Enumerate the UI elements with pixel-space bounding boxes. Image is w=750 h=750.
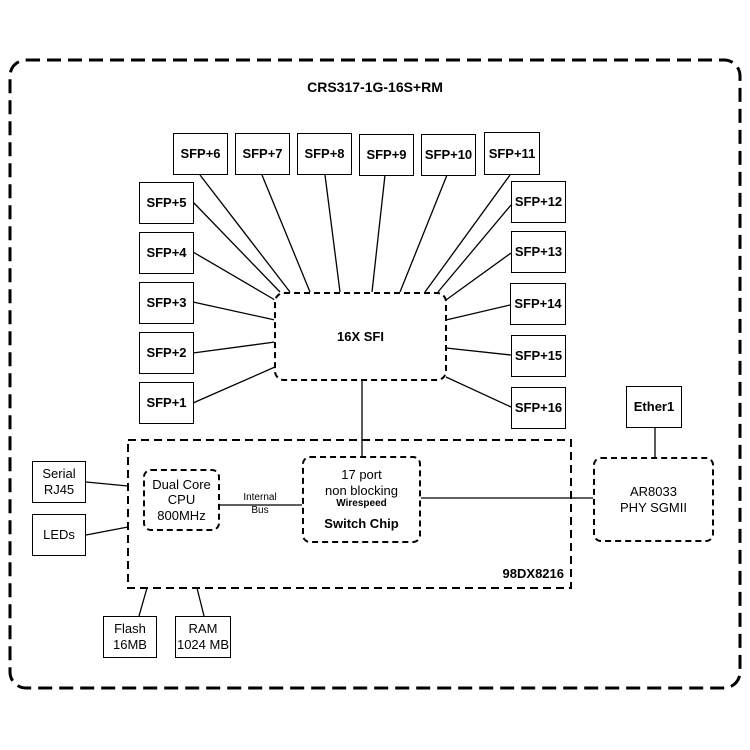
flash-line1: Flash <box>114 621 146 637</box>
switch-chip-line2: non blocking <box>325 482 398 498</box>
soc-name: 98DX8216 <box>502 566 564 581</box>
switch-chip-line3: Wirespeed <box>336 498 387 510</box>
ram-line1: RAM <box>188 621 218 637</box>
sfp-port-9: SFP+9 <box>359 134 414 176</box>
cpu-line3: 800MHz <box>157 507 206 523</box>
ram-line2: 1024 MB <box>176 637 230 652</box>
serial-rj45: Serial RJ45 <box>32 461 86 503</box>
phy-line1: AR8033 <box>630 483 677 499</box>
ether1-port: Ether1 <box>626 386 682 428</box>
sfp-port-5: SFP+5 <box>139 182 194 224</box>
phy-line2: PHY SGMII <box>620 499 687 515</box>
internal-bus-label: Internal Bus <box>228 492 292 517</box>
sfi-block: 16X SFI <box>274 292 447 381</box>
sfp-port-4: SFP+4 <box>139 232 194 274</box>
sfp-port-8: SFP+8 <box>297 133 352 175</box>
ram-memory: RAM 1024 MB <box>175 616 231 658</box>
switch-chip-block: 17 port non blocking Wirespeed Switch Ch… <box>302 456 421 543</box>
cpu-block: Dual Core CPU 800MHz <box>143 469 220 531</box>
diagram-title: CRS317-1G-16S+RM <box>307 79 443 95</box>
switch-chip-line1: 17 port <box>341 467 382 483</box>
cpu-line2: CPU <box>167 492 196 508</box>
switch-chip-name: Switch Chip <box>324 516 399 532</box>
internal-bus-line1: Internal <box>243 492 277 503</box>
internal-bus-line2: Bus <box>251 504 269 516</box>
flash-line2: 16MB <box>113 637 147 652</box>
sfp-port-13: SFP+13 <box>511 231 566 273</box>
serial-line1: Serial <box>42 466 76 482</box>
sfp-port-16: SFP+16 <box>511 387 566 429</box>
sfp-port-14: SFP+14 <box>510 283 566 325</box>
cpu-line1: Dual Core <box>152 476 211 492</box>
leds: LEDs <box>32 514 86 556</box>
sfp-port-15: SFP+15 <box>511 335 566 377</box>
sfp-port-3: SFP+3 <box>139 282 194 324</box>
sfp-port-10: SFP+10 <box>421 134 476 176</box>
sfp-port-2: SFP+2 <box>139 332 194 374</box>
sfp-port-12: SFP+12 <box>511 181 566 223</box>
phy-block: AR8033 PHY SGMII <box>593 457 714 542</box>
sfp-port-11: SFP+11 <box>484 132 540 175</box>
sfp-port-6: SFP+6 <box>173 133 228 175</box>
serial-line2: RJ45 <box>43 482 75 497</box>
sfp-port-7: SFP+7 <box>235 133 290 175</box>
sfp-port-1: SFP+1 <box>139 382 194 424</box>
flash-memory: Flash 16MB <box>103 616 157 658</box>
